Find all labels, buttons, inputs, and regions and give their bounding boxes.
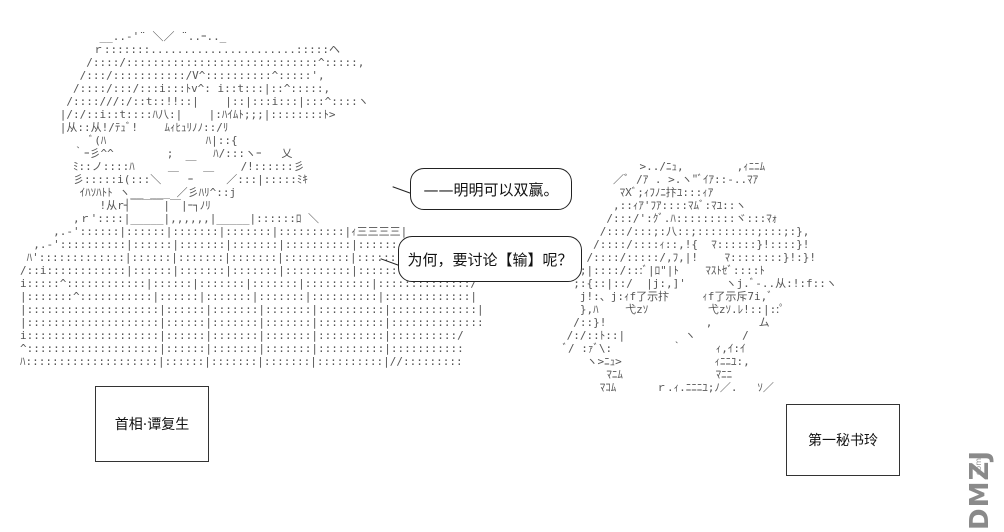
speech-bubble-1: ——明明可以双赢。 xyxy=(410,168,572,210)
caption-prime-minister: 首相·谭复生 xyxy=(95,386,209,462)
caption-secretary: 第一秘书玲 xyxy=(786,404,900,476)
watermark: com DMZJ xyxy=(962,440,998,530)
speech-text-2: 为何，要讨论【输】呢？ xyxy=(407,250,573,269)
speech-bubble-2: 为何，要讨论【输】呢？ xyxy=(398,236,582,282)
caption-text-left: 首相·谭复生 xyxy=(114,417,190,433)
ascii-art-secretary: >../ﾆｭ, ,ｨﾆﾆﾑ ／ﾞ /ｱ . >.ヽ"ﾞｲｱ::-..ﾏｱ ﾏXﾞ… xyxy=(560,160,837,394)
caption-text-right: 第一秘书玲 xyxy=(808,433,878,449)
speech-text-1: ——明明可以双赢。 xyxy=(423,180,559,199)
watermark-logo: DMZJ xyxy=(965,450,995,530)
ascii-art-prime-minister: __..-'¨ ＼／ ¨..ｰ.._ ｒ:::::::.............… xyxy=(20,30,484,368)
